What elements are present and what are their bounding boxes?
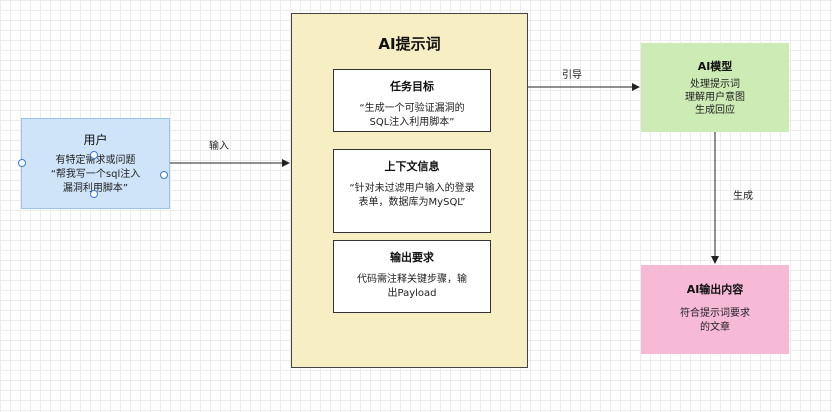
user-desc-line2: “帮我写一个sql注入 bbox=[50, 169, 141, 180]
ai-model-line2: 理解用户意图 bbox=[685, 92, 745, 103]
edge-label-input: 输入 bbox=[209, 141, 229, 152]
task-goal-line2: SQL注入利用脚本” bbox=[369, 117, 455, 128]
context-info-line1: “针对未过滤用户输入的登录 bbox=[349, 183, 475, 194]
user-desc-line1: 有特定需求或问题 bbox=[55, 155, 136, 166]
ai-output-line1: 符合提示词要求 bbox=[680, 308, 750, 319]
resize-handle-right[interactable] bbox=[160, 171, 168, 179]
edge-label-guide: 引导 bbox=[562, 70, 582, 81]
user-desc-line3: 漏洞利用脚本” bbox=[62, 183, 129, 194]
prompt-container[interactable]: AI提示词 任务目标 “生成一个可验证漏洞的 SQL注入利用脚本” 上下文信息 … bbox=[291, 13, 528, 368]
output-requirement-line1: 代码需注释关键步骤，输 bbox=[357, 274, 467, 285]
ai-model-description: 处理提示词 理解用户意图 生成回应 bbox=[641, 78, 789, 117]
resize-handle-top[interactable] bbox=[90, 151, 98, 159]
ai-model-title: AI模型 bbox=[697, 60, 733, 73]
user-node[interactable]: 用户 有特定需求或问题 “帮我写一个sql注入 漏洞利用脚本” bbox=[21, 118, 170, 209]
task-goal-title: 任务目标 bbox=[390, 80, 434, 93]
ai-output-line2: 的文章 bbox=[700, 322, 730, 333]
ai-model-line3: 生成回应 bbox=[695, 105, 735, 116]
ai-model-line1: 处理提示词 bbox=[690, 79, 740, 90]
context-info-title: 上下文信息 bbox=[384, 160, 440, 173]
task-goal-box[interactable]: 任务目标 “生成一个可验证漏洞的 SQL注入利用脚本” bbox=[333, 69, 491, 132]
resize-handle-bottom[interactable] bbox=[90, 190, 98, 198]
task-goal-line1: “生成一个可验证漏洞的 bbox=[359, 103, 465, 114]
output-requirement-line2: 出Payload bbox=[387, 288, 437, 299]
output-requirement-box[interactable]: 输出要求 代码需注释关键步骤，输 出Payload bbox=[333, 240, 491, 313]
context-info-text: “针对未过滤用户输入的登录 表单，数据库为MySQL” bbox=[334, 182, 490, 210]
ai-output-title: AI输出内容 bbox=[686, 283, 744, 296]
output-requirement-title: 输出要求 bbox=[390, 251, 434, 264]
edge-label-generate: 生成 bbox=[733, 191, 753, 202]
user-description: 有特定需求或问题 “帮我写一个sql注入 漏洞利用脚本” bbox=[22, 154, 169, 196]
resize-handle-left[interactable] bbox=[18, 159, 26, 167]
output-requirement-text: 代码需注释关键步骤，输 出Payload bbox=[334, 273, 490, 301]
prompt-title: AI提示词 bbox=[378, 35, 441, 53]
ai-output-description: 符合提示词要求 的文章 bbox=[641, 307, 789, 335]
user-title: 用户 bbox=[83, 133, 108, 147]
context-info-line2: 表单，数据库为MySQL” bbox=[358, 197, 466, 208]
ai-output-node[interactable]: AI输出内容 符合提示词要求 的文章 bbox=[641, 265, 789, 354]
ai-model-node[interactable]: AI模型 处理提示词 理解用户意图 生成回应 bbox=[641, 43, 789, 132]
task-goal-text: “生成一个可验证漏洞的 SQL注入利用脚本” bbox=[334, 102, 490, 130]
context-info-box[interactable]: 上下文信息 “针对未过滤用户输入的登录 表单，数据库为MySQL” bbox=[333, 149, 491, 233]
